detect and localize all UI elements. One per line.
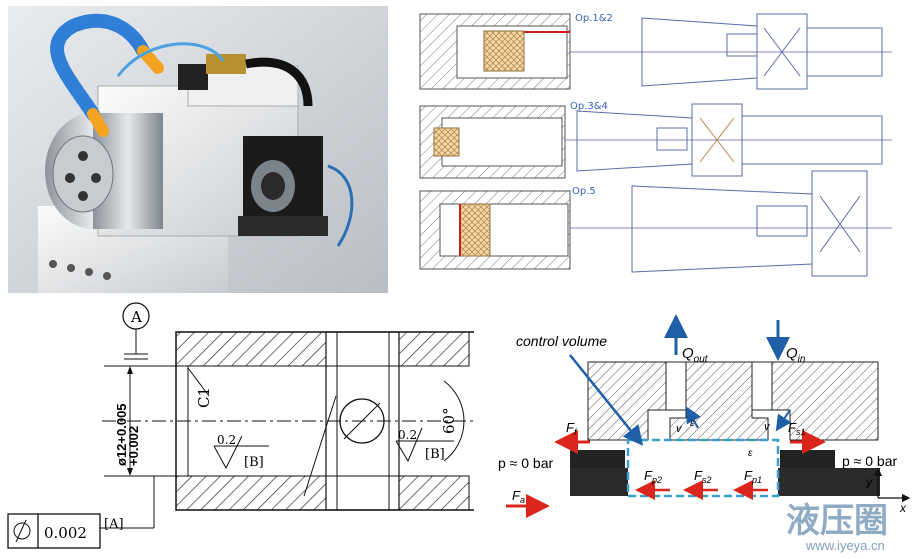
control-volume-diagram: control volume Qout Qin Ff Fs1 Fp2 Fs2 F… [490,300,918,554]
angle-label: 60° [440,407,458,434]
control-volume-label: control volume [516,333,607,349]
label-op34: Op.3&4 [570,101,608,112]
flow-svg: control volume Qout Qin Ff Fs1 Fp2 Fs2 F… [498,314,911,553]
feature-control-frame [7,513,101,549]
control-volume-box [626,438,780,498]
roughness-2: 0.2 [398,428,417,442]
pressure-right: p ≈ 0 bar [842,453,897,469]
roughness-1: 0.2 [217,433,236,447]
label-op12: Op.1&2 [575,13,613,24]
datum-label: A [130,308,142,326]
frame-value: 0.002 [44,524,87,542]
q-out-label: Qout [682,345,709,365]
f-a-label: Fa [512,488,525,505]
diameter-tolerance: +0.002 [126,426,141,466]
axis-x-label: x [899,501,907,515]
watermark-url: www.iyeya.cn [805,538,885,553]
chamfer-label: C1 [195,387,213,408]
cross-section-operations: Op.1&2 Op.3&4 Op.5 [412,6,917,286]
epsilon-right: ε [748,448,753,459]
datum-ref-1: [B] [244,455,264,470]
diameter-dimension: ø12+0.005 [114,403,129,466]
axis-y-label: y [865,475,873,489]
f-p2-label: Fp2 [644,468,662,485]
f-s2-label: Fs2 [694,468,711,485]
velocity-right: v [764,421,771,433]
sections-drawing: Op.1&2 Op.3&4 Op.5 [419,13,892,277]
f-f-label: Ff [566,420,578,437]
section-op5: Op.5 [419,170,892,277]
label-op5: Op.5 [572,186,596,197]
datum-ref-2: [B] [425,447,445,462]
section-op12: Op.1&2 [419,13,892,90]
f-s1-label: Fs1 [788,420,805,437]
epsilon-left: ε [690,418,695,429]
velocity-left: v [676,423,683,435]
cylindricity-icon [13,519,31,543]
frame-datum: [A] [104,517,124,532]
watermark-brand: 液压圈 [786,502,888,540]
q-in-label: Qin [786,345,806,365]
technical-drawing: A ø12+0.005 +0.002 C1 0.2 [4,296,474,554]
section-op34: Op.3&4 [419,101,892,179]
pressure-left: p ≈ 0 bar [498,455,553,471]
drawing-svg: A ø12+0.005 +0.002 C1 0.2 [7,302,474,549]
machine-photo [8,6,388,293]
f-p1-label: Fp1 [744,468,762,485]
machine-photo-illustration [8,6,388,293]
